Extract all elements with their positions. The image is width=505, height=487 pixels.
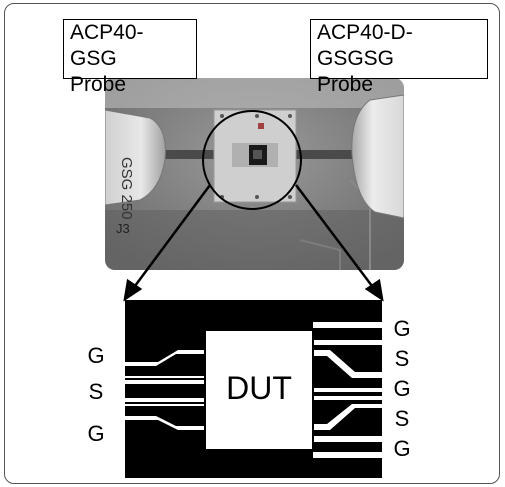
left-pin-g-bottom: G <box>87 421 105 446</box>
left-pin-s: S <box>88 379 104 404</box>
probe-marking-gsg: GSG 250 <box>118 157 135 220</box>
probe-photo <box>105 78 404 270</box>
left-pin-g-top: G <box>87 343 105 368</box>
zoom-arrows <box>123 184 384 302</box>
probe-label-acp40-d-gsgsg: ACP40-D-GSGSG Probe <box>310 19 488 96</box>
right-pin-3: G <box>393 376 411 401</box>
right-pin-1: G <box>393 316 411 341</box>
right-pin-5: G <box>393 436 411 461</box>
right-pin-4: S <box>394 406 410 431</box>
dut-label: DUT <box>226 370 292 406</box>
board-marking: J3 <box>116 221 130 236</box>
photo-markings: GSG 250 J3 <box>116 157 135 236</box>
probe-label-acp40-gsg: ACP40-GSG Probe <box>63 19 197 96</box>
right-pin-2: S <box>394 346 410 371</box>
dut-schematic <box>125 300 382 478</box>
